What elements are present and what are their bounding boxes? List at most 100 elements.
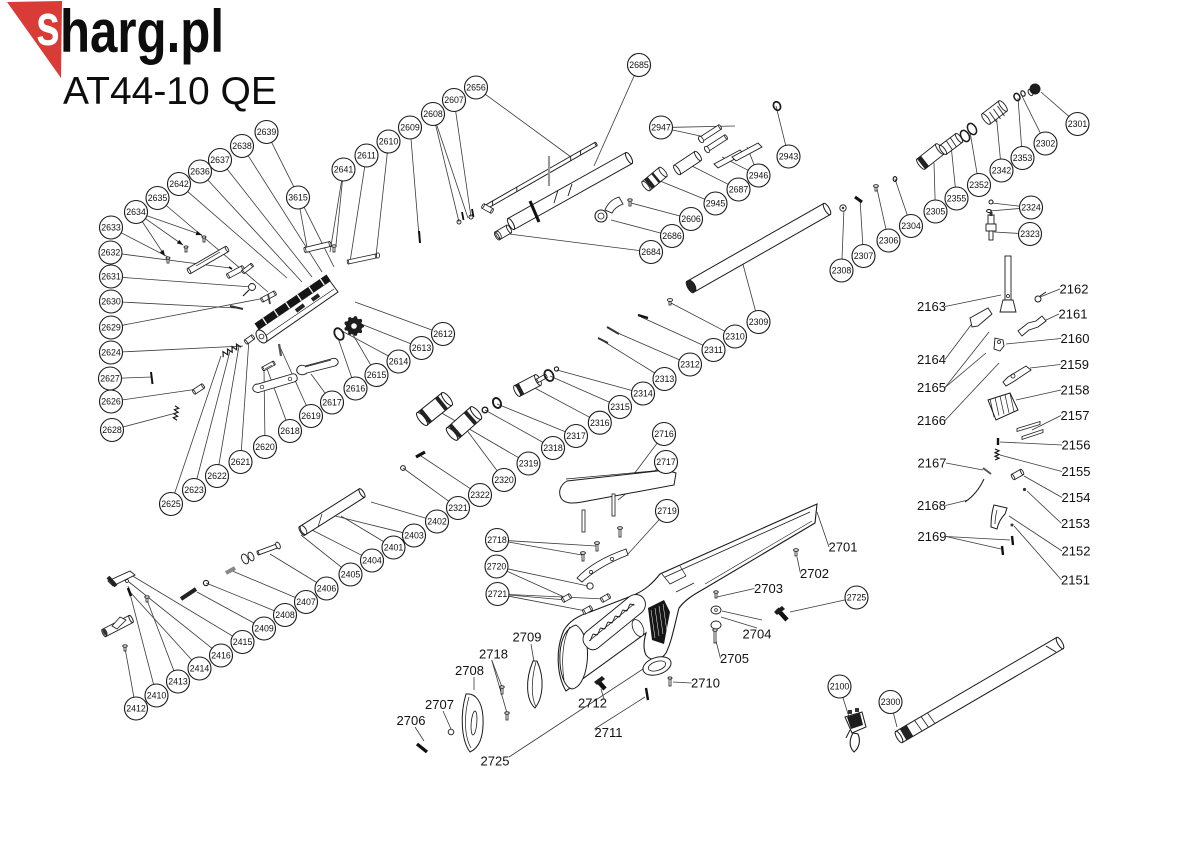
svg-text:2632: 2632 [101, 248, 121, 258]
svg-text:2413: 2413 [168, 677, 188, 687]
svg-text:2614: 2614 [389, 357, 409, 367]
svg-text:2306: 2306 [879, 236, 899, 246]
svg-text:2718: 2718 [487, 535, 507, 545]
svg-text:2624: 2624 [101, 348, 121, 358]
svg-text:2324: 2324 [1021, 203, 1041, 213]
svg-text:2414: 2414 [190, 664, 210, 674]
svg-text:2404: 2404 [362, 556, 382, 566]
svg-text:2636: 2636 [190, 167, 210, 177]
svg-text:2313: 2313 [655, 374, 675, 384]
svg-text:2619: 2619 [301, 411, 321, 421]
svg-text:2608: 2608 [423, 109, 443, 119]
svg-text:2707: 2707 [425, 697, 454, 712]
svg-text:2656: 2656 [466, 83, 486, 93]
svg-text:2725: 2725 [481, 753, 510, 768]
svg-text:2342: 2342 [992, 166, 1012, 176]
svg-text:2407: 2407 [296, 597, 316, 607]
svg-text:2305: 2305 [926, 207, 946, 217]
svg-text:2403: 2403 [404, 531, 424, 541]
svg-text:2315: 2315 [610, 402, 630, 412]
svg-text:2169: 2169 [918, 529, 947, 544]
svg-text:2615: 2615 [367, 370, 387, 380]
svg-text:2641: 2641 [334, 165, 354, 175]
svg-text:2634: 2634 [126, 207, 146, 217]
svg-text:2704: 2704 [743, 626, 772, 641]
svg-text:2709: 2709 [513, 629, 542, 644]
svg-text:2606: 2606 [681, 214, 701, 224]
svg-text:2153: 2153 [1061, 516, 1090, 531]
svg-text:2100: 2100 [830, 682, 850, 692]
svg-text:2307: 2307 [854, 251, 874, 261]
svg-text:2316: 2316 [590, 418, 610, 428]
svg-text:2355: 2355 [947, 194, 967, 204]
svg-text:2684: 2684 [641, 247, 661, 257]
svg-text:2638: 2638 [232, 141, 252, 151]
svg-text:2158: 2158 [1061, 382, 1090, 397]
svg-text:2631: 2631 [101, 272, 121, 282]
svg-text:2716: 2716 [654, 429, 674, 439]
svg-text:2415: 2415 [233, 637, 253, 647]
svg-text:2402: 2402 [427, 517, 447, 527]
svg-text:2609: 2609 [400, 123, 420, 133]
svg-text:2711: 2711 [595, 725, 623, 740]
svg-text:2162: 2162 [1060, 281, 1089, 296]
svg-text:2353: 2353 [1013, 153, 1033, 163]
svg-text:2633: 2633 [101, 223, 121, 233]
svg-text:2718: 2718 [479, 646, 508, 661]
svg-text:2408: 2408 [275, 610, 295, 620]
svg-text:2155: 2155 [1062, 464, 1091, 479]
svg-text:2710: 2710 [691, 675, 720, 690]
svg-text:2312: 2312 [680, 360, 700, 370]
svg-text:2719: 2719 [657, 506, 677, 516]
svg-text:2701: 2701 [829, 539, 858, 554]
svg-text:2314: 2314 [633, 389, 653, 399]
svg-text:2622: 2622 [207, 471, 227, 481]
svg-text:2164: 2164 [917, 352, 946, 367]
svg-text:3615: 3615 [288, 193, 308, 203]
svg-text:2725: 2725 [847, 593, 867, 603]
svg-text:AT44-10 QE: AT44-10 QE [63, 70, 277, 113]
svg-text:2416: 2416 [211, 651, 231, 661]
svg-text:2627: 2627 [100, 374, 120, 384]
svg-text:2625: 2625 [161, 499, 181, 509]
svg-text:2618: 2618 [280, 426, 300, 436]
svg-text:2703: 2703 [754, 581, 783, 596]
svg-text:2642: 2642 [169, 179, 189, 189]
svg-text:2685: 2685 [629, 60, 649, 70]
svg-text:2152: 2152 [1062, 543, 1091, 558]
svg-text:2302: 2302 [1036, 139, 1056, 149]
svg-text:2157: 2157 [1061, 408, 1090, 423]
svg-text:2163: 2163 [917, 299, 946, 314]
svg-text:2311: 2311 [704, 345, 723, 355]
svg-text:2607: 2607 [444, 95, 464, 105]
svg-text:harg.pl: harg.pl [60, 0, 224, 65]
svg-text:2165: 2165 [917, 380, 946, 395]
svg-text:2620: 2620 [255, 442, 275, 452]
svg-text:2406: 2406 [317, 584, 337, 594]
svg-text:2154: 2154 [1062, 490, 1091, 505]
svg-text:2151: 2151 [1061, 572, 1090, 587]
svg-text:2321: 2321 [448, 503, 468, 513]
svg-text:2613: 2613 [412, 343, 432, 353]
svg-text:2167: 2167 [918, 455, 947, 470]
svg-text:2323: 2323 [1020, 229, 1040, 239]
svg-text:2628: 2628 [102, 425, 122, 435]
svg-text:2637: 2637 [210, 155, 230, 165]
svg-text:2639: 2639 [257, 127, 277, 137]
svg-text:2629: 2629 [101, 323, 121, 333]
svg-text:2721: 2721 [488, 589, 508, 599]
svg-text:2318: 2318 [543, 443, 563, 453]
svg-text:2322: 2322 [470, 490, 490, 500]
svg-text:2352: 2352 [969, 180, 989, 190]
svg-text:2626: 2626 [101, 397, 121, 407]
svg-text:2717: 2717 [656, 457, 676, 467]
svg-text:2720: 2720 [487, 562, 507, 572]
svg-text:2617: 2617 [322, 398, 342, 408]
svg-text:2412: 2412 [126, 704, 146, 714]
svg-text:2401: 2401 [384, 543, 404, 553]
svg-text:2630: 2630 [101, 297, 121, 307]
svg-text:2410: 2410 [147, 691, 167, 701]
svg-text:2308: 2308 [832, 266, 852, 276]
svg-text:2405: 2405 [341, 570, 361, 580]
svg-text:2621: 2621 [231, 457, 251, 467]
